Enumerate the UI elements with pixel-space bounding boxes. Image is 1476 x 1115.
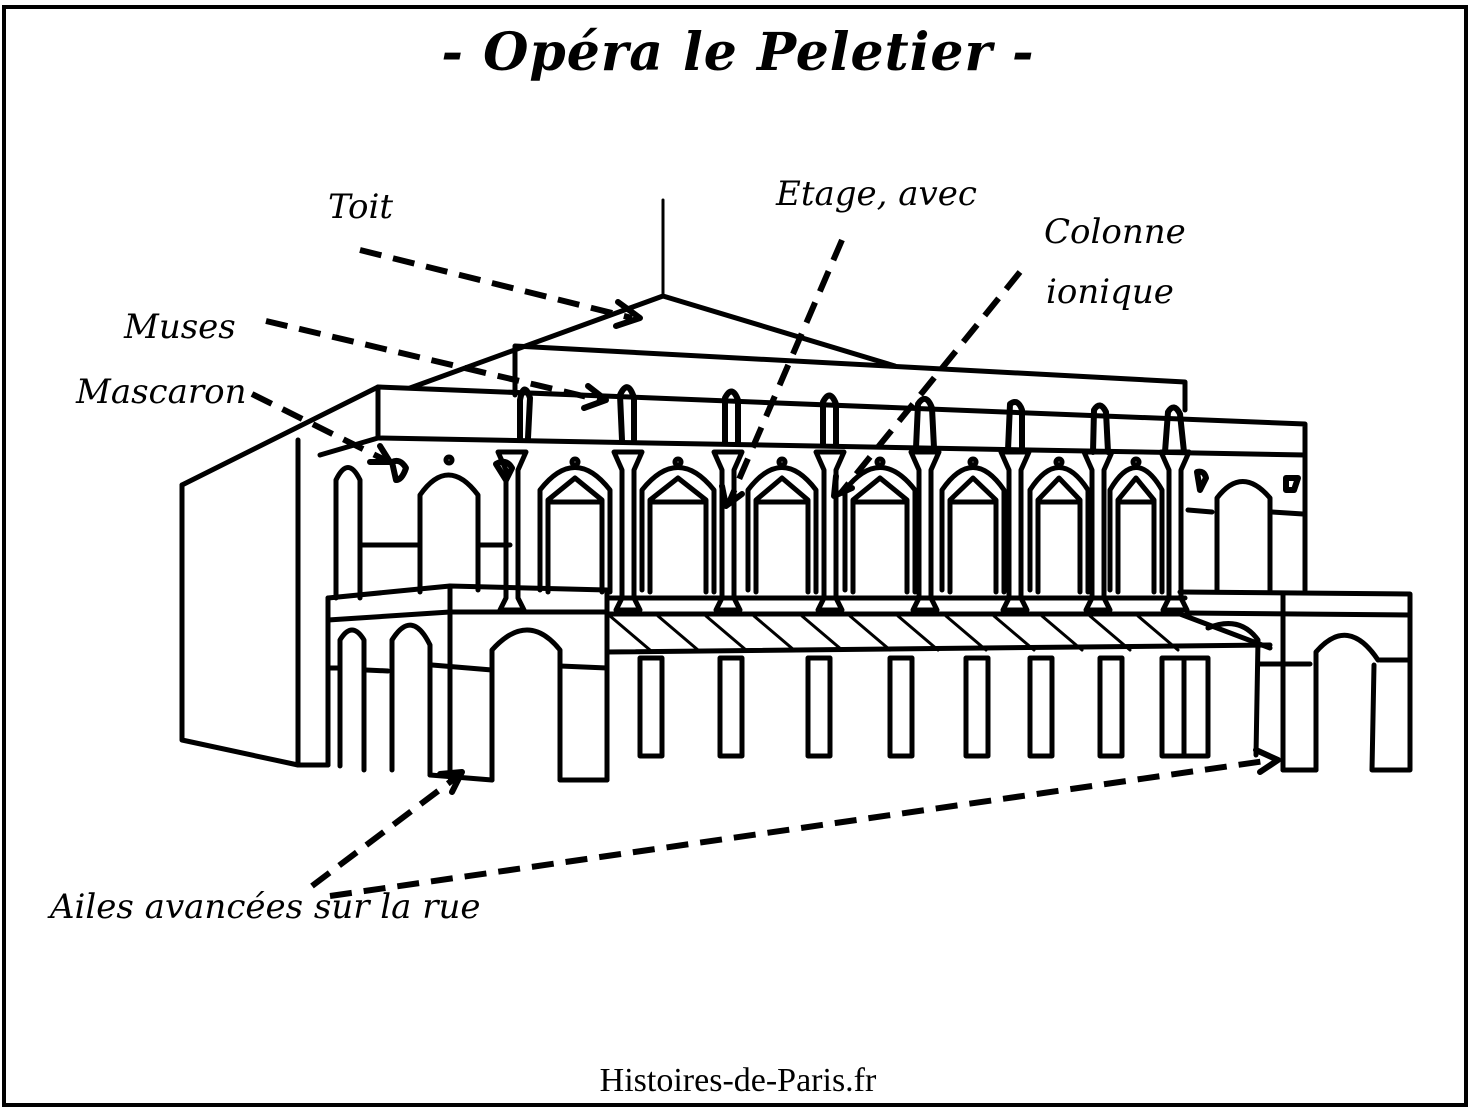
column-shaft — [611, 449, 645, 613]
window-keystone — [569, 456, 581, 468]
arrow-toit — [359, 247, 633, 321]
label-ailes: Ailes avancées sur la rue — [50, 887, 481, 927]
pillar — [1027, 655, 1055, 759]
marquee-hatch-line — [944, 614, 988, 652]
roof — [407, 198, 1188, 413]
window-pediment — [753, 475, 811, 595]
arrow-ailes-left — [310, 773, 460, 889]
column-shaft — [908, 449, 942, 613]
footer-credit: Histoires-de-Paris.fr — [599, 1062, 877, 1099]
pillar — [963, 655, 991, 759]
label-etage: Etage, avec — [776, 174, 977, 214]
window-pediment — [850, 475, 910, 595]
pillar — [1097, 655, 1125, 759]
arrowhead-ailes-right — [1253, 747, 1281, 775]
arrowhead-muses — [581, 383, 609, 411]
column-shaft — [813, 449, 847, 613]
window-pediment — [545, 475, 605, 595]
window-keystone — [1053, 456, 1065, 468]
arrowhead-ailes-left — [437, 769, 465, 795]
arrow-etage — [725, 238, 845, 507]
marquee-hatch-line — [656, 614, 700, 652]
diagram-title: - Opéra le Peletier - — [441, 22, 1035, 83]
arrowhead-colonne — [831, 473, 855, 499]
arrow-ailes-right — [329, 757, 1273, 899]
left-advanced-wing — [325, 583, 610, 783]
arrowhead-etage — [719, 483, 745, 509]
arrowhead-toit — [613, 299, 643, 329]
muse-statues — [517, 384, 1187, 455]
label-mascaron: Mascaron — [76, 372, 247, 412]
arrowhead-mascaron — [367, 443, 393, 465]
pillar — [637, 655, 665, 759]
column-shaft — [711, 449, 745, 613]
marquee — [604, 611, 1273, 655]
label-colonne-line2: ionique — [1046, 272, 1174, 312]
column-shaft — [1158, 449, 1192, 613]
marquee-hatch-line — [1088, 614, 1132, 652]
right-advanced-wing — [1177, 589, 1413, 773]
window-keystone — [1130, 456, 1142, 468]
window-keystone — [672, 456, 684, 468]
attic — [179, 384, 1308, 488]
ground-pillars — [637, 655, 1211, 759]
marquee-hatch-line — [608, 614, 652, 652]
label-toit: Toit — [328, 187, 394, 227]
window-pediment — [947, 475, 999, 595]
window-keystone — [776, 456, 788, 468]
label-colonne-line1: Colonne — [1044, 212, 1186, 252]
label-muses: Muses — [124, 307, 236, 347]
marquee-hatch-line — [752, 614, 796, 652]
upper-windows — [537, 456, 1165, 595]
column-shaft — [1081, 449, 1115, 613]
window-arch — [639, 465, 717, 595]
ionic-columns — [495, 449, 1192, 613]
right-upper-wing — [1185, 452, 1308, 593]
marquee-hatch-line — [896, 614, 940, 652]
window-pediment — [1115, 475, 1157, 595]
window-keystone — [967, 456, 979, 468]
arrow-colonne — [837, 270, 1023, 496]
marquee-hatch-line — [704, 614, 748, 652]
pillar — [887, 655, 915, 759]
left-upper-wing — [333, 454, 515, 601]
column-shaft — [998, 449, 1032, 613]
pillar — [717, 655, 745, 759]
window-keystone — [874, 456, 886, 468]
marquee-hatch-line — [1040, 614, 1084, 652]
annotation-arrows — [250, 238, 1281, 899]
arrow-mascaron — [250, 391, 387, 463]
pillar — [805, 655, 833, 759]
marquee-hatch-line — [1136, 614, 1180, 652]
left-side-wall — [179, 437, 331, 768]
marquee-hatch-line — [800, 614, 844, 652]
window-pediment — [1035, 475, 1083, 595]
marquee-hatch-line — [848, 614, 892, 652]
arrow-muses — [265, 318, 601, 403]
marquee-hatch-line — [992, 614, 1036, 652]
window-pediment — [647, 475, 709, 595]
